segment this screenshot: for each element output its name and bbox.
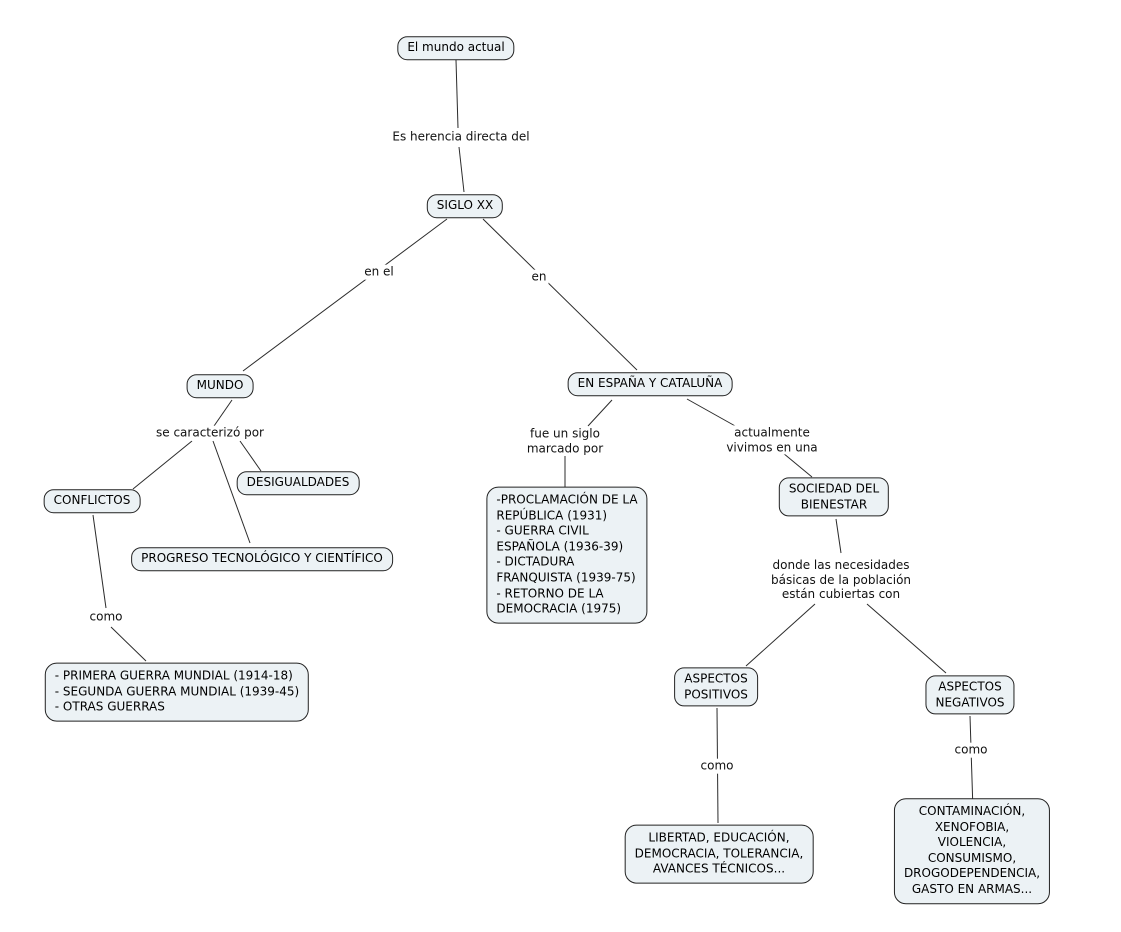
link-label-fue-un-siglo[interactable]: fue un siglo marcado por (524, 426, 606, 456)
node-el-mundo-actual[interactable]: El mundo actual (397, 36, 515, 60)
link-label-donde-necesidades[interactable]: donde las necesidades básicas de la pobl… (768, 558, 914, 602)
connector-line (745, 603, 816, 667)
link-label-en-el[interactable]: en el (362, 264, 396, 280)
connector-line (458, 146, 465, 193)
connector-line (213, 399, 233, 427)
node-progreso-tecnologico[interactable]: PROGRESO TECNOLÓGICO Y CIENTÍFICO (131, 547, 393, 571)
node-lista-aspectos-positivos[interactable]: LIBERTAD, EDUCACIÓN, DEMOCRACIA, TOLERAN… (624, 824, 814, 884)
link-label-es-herencia[interactable]: Es herencia directa del (390, 129, 532, 145)
connector-line (482, 218, 638, 371)
link-label-como-negativos[interactable]: como (952, 742, 990, 758)
connector-line (242, 218, 448, 372)
node-conflictos[interactable]: CONFLICTOS (43, 489, 141, 513)
connector-line (782, 452, 813, 478)
connector-line (587, 399, 613, 427)
connector-line (92, 514, 107, 609)
node-sociedad-del-bienestar[interactable]: SOCIEDAD DEL BIENESTAR (778, 477, 890, 517)
link-label-actualmente[interactable]: actualmente vivimos en una (724, 425, 820, 455)
connector-line (110, 626, 147, 662)
connector-line (866, 603, 947, 674)
connector-line (455, 59, 459, 129)
connector-line (969, 715, 974, 812)
connector-line (686, 398, 738, 428)
connector-line (132, 440, 193, 490)
node-lista-aspectos-negativos[interactable]: CONTAMINACIÓN, XENOFOBIA, VIOLENCIA, CON… (893, 798, 1051, 904)
node-lista-historia-espana[interactable]: -PROCLAMACIÓN DE LA REPÚBLICA (1931) - G… (486, 486, 648, 624)
node-mundo[interactable]: MUNDO (186, 374, 254, 398)
node-aspectos-negativos[interactable]: ASPECTOS NEGATIVOS (925, 675, 1015, 715)
link-label-como-conflictos[interactable]: como (87, 609, 125, 625)
connector-line (212, 440, 251, 544)
node-lista-guerras[interactable]: - PRIMERA GUERRA MUNDIAL (1914-18) - SEG… (44, 662, 310, 722)
node-desigualdades[interactable]: DESIGUALDADES (236, 471, 360, 495)
link-label-en[interactable]: en (529, 269, 549, 285)
connector-line (239, 440, 262, 472)
node-aspectos-positivos[interactable]: ASPECTOS POSITIVOS (674, 667, 758, 707)
node-siglo-xx[interactable]: SIGLO XX (426, 194, 504, 218)
link-label-se-caracterizo[interactable]: se caracterizó por (154, 425, 266, 441)
node-en-espana-y-cataluna[interactable]: EN ESPAÑA Y CATALUÑA (567, 372, 733, 396)
link-label-como-positivos[interactable]: como (698, 758, 736, 774)
connector-line (835, 518, 842, 554)
